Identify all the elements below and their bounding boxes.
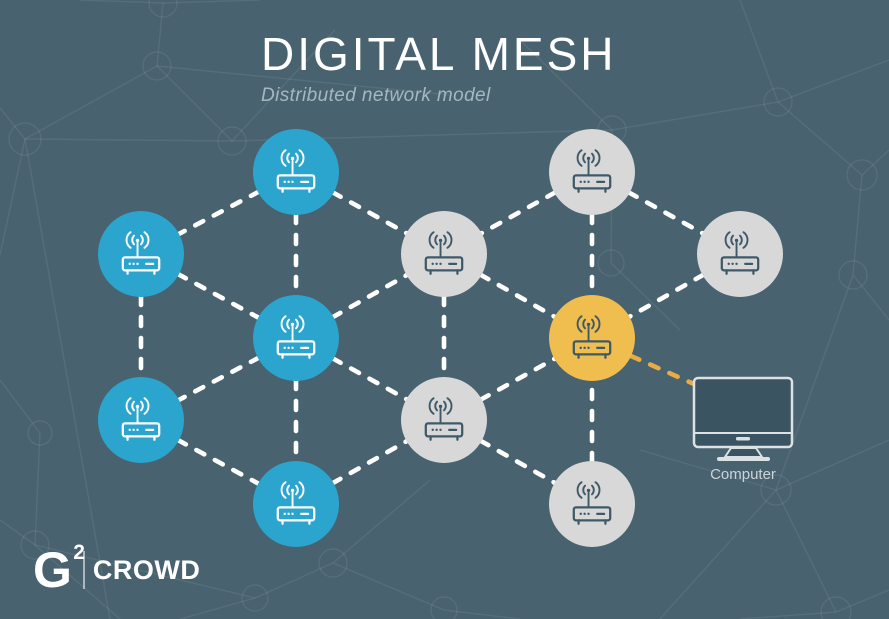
node-circle [401,211,487,297]
network-node-n2-blue [98,211,184,297]
node-circle [549,295,635,381]
network-node-n3-blue [253,295,339,381]
nodes-layer [98,129,783,547]
logo-divider [82,551,85,589]
network-node-n4-blue [98,377,184,463]
logo-g-mark: G 2 [33,541,85,598]
node-circle [253,295,339,381]
network-node-n7-gray [401,211,487,297]
logo-superscript: 2 [73,541,85,564]
network-node-n8-gray [697,211,783,297]
monitor-logo-slot [736,437,750,441]
g2crowd-logo: G 2 CROWD [33,541,201,598]
network-node-n1-blue [253,129,339,215]
logo-name: CROWD [92,554,201,585]
node-circle [253,129,339,215]
network-node-n11-orange [549,295,635,381]
edge-n11-computer [628,353,697,387]
logo-letter: G [33,542,72,598]
node-circle [549,129,635,215]
node-circle [253,461,339,547]
page-title: DIGITAL MESH [261,28,617,80]
node-circle [401,377,487,463]
node-circle [98,377,184,463]
monitor-stand [724,447,763,458]
node-circle [98,211,184,297]
network-node-n10-gray [549,461,635,547]
computer-label: Computer [710,466,776,483]
monitor-base [717,457,770,461]
imac-computer-icon: Computer [692,376,794,483]
network-node-n9-gray [401,377,487,463]
node-circle [549,461,635,547]
header: DIGITAL MESH Distributed network model [261,30,616,107]
monitor-frame [692,376,794,449]
network-node-n5-blue [253,461,339,547]
node-circle [697,211,783,297]
network-node-n6-gray [549,129,635,215]
page-subtitle: Distributed network model [261,85,491,107]
